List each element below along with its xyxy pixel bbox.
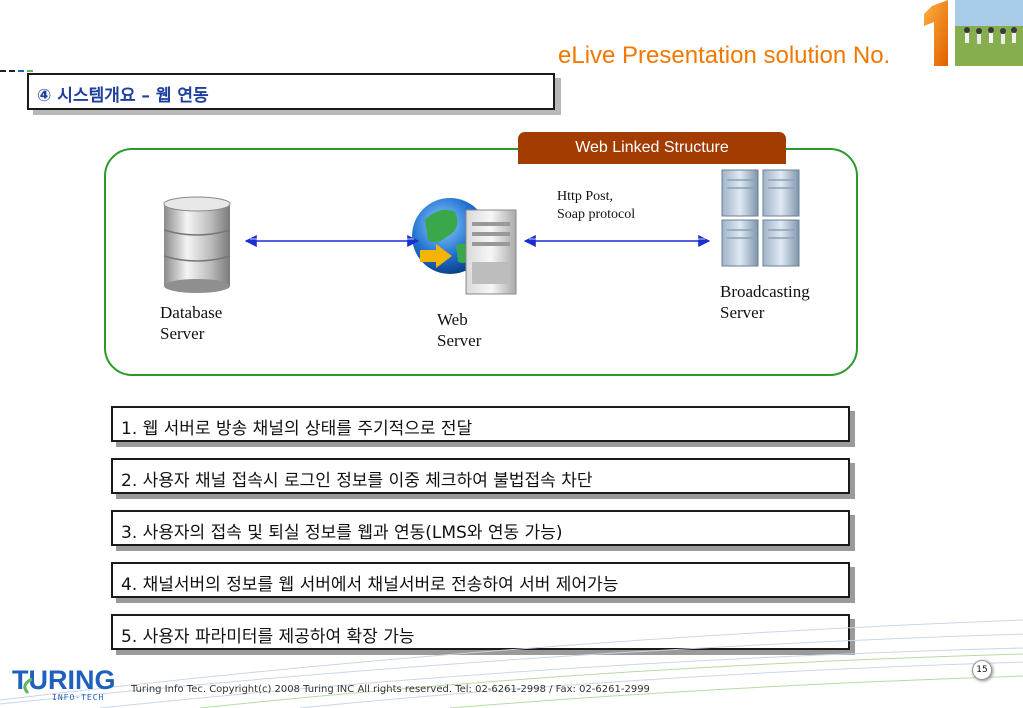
turing-logo: TURING INFO-TECH <box>12 665 116 702</box>
copyright-text: Turing Info Tec. Copyright(c) 2008 Turin… <box>131 684 650 695</box>
feature-item-2: 2. 사용자 채널 접속시 로그인 정보를 이중 체크하여 불법접속 차단 <box>111 458 850 494</box>
web-server-label: Web Server <box>437 310 482 350</box>
page-number-badge: 15 <box>972 660 992 680</box>
brand-tagline: eLive Presentation solution No. <box>558 42 891 69</box>
web-server-icon <box>412 198 517 295</box>
protocol-label: Http Post, Soap protocol <box>557 189 636 222</box>
footer-decoration <box>0 619 1023 708</box>
diagram-tab-title: Web Linked Structure <box>518 132 786 164</box>
feature-item-3: 3. 사용자의 접속 및 퇴실 정보를 웹과 연동(LMS와 연동 가능) <box>111 510 850 546</box>
header-dash-marks <box>0 70 33 72</box>
broadcasting-server-icon <box>721 169 800 267</box>
feature-item-1: 1. 웹 서버로 방송 채널의 상태를 주기적으로 전달 <box>111 406 850 442</box>
section-title: ④ 시스템개요 – 웹 연동 <box>27 73 555 110</box>
header-photo <box>955 0 1023 66</box>
people-field-image <box>955 0 1023 66</box>
database-server-icon <box>163 196 231 293</box>
feature-item-5: 5. 사용자 파라미터를 제공하여 확장 가능 <box>111 614 850 650</box>
database-server-label: Database Server <box>160 303 223 343</box>
broadcasting-server-label: Broadcasting Server <box>720 282 810 322</box>
feature-item-4: 4. 채널서버의 정보를 웹 서버에서 채널서버로 전송하여 서버 제어가능 <box>111 562 850 598</box>
logo-subtext: INFO-TECH <box>52 693 104 702</box>
brand-number-one: 1 <box>924 0 948 66</box>
